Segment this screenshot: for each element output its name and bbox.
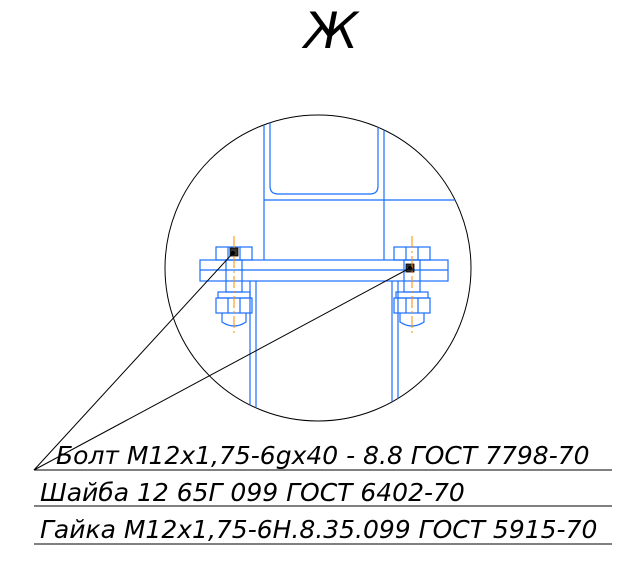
- detail-circle: [164, 114, 472, 422]
- bolt-callout: Болт М12х1,75-6gх40 - 8.8 ГОСТ 7798-70: [56, 441, 590, 470]
- assembly-geometry: [199, 115, 471, 421]
- view-label: Ж: [304, 2, 358, 60]
- washer-callout: Шайба 12 65Г 099 ГОСТ 6402-70: [40, 478, 465, 507]
- nut-callout: Гайка М12х1,75-6Н.8.35.099 ГОСТ 5915-70: [40, 515, 598, 544]
- leader-lines: [33, 251, 612, 545]
